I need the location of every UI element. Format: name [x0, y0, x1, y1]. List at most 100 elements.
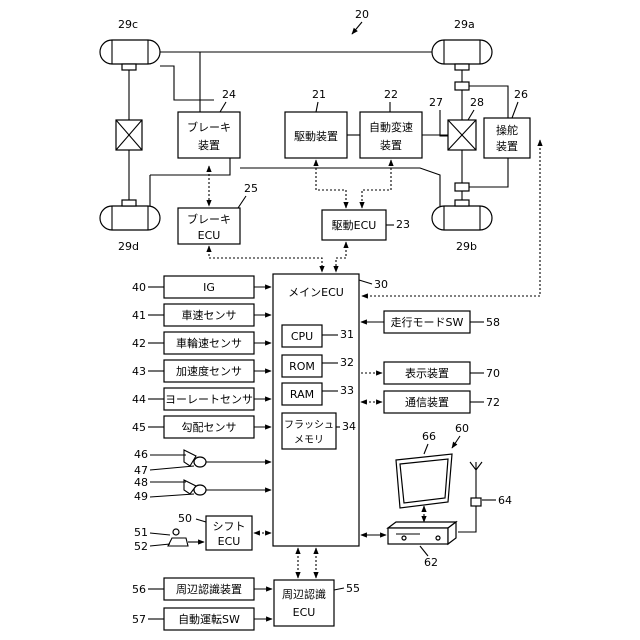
travel-mode-switch: 走行モードSW 58 [361, 311, 500, 333]
brake-ecu-main-link [209, 246, 322, 272]
transmission-signal [362, 160, 391, 208]
left-axle [116, 70, 142, 200]
main-ecu-ref: 30 [374, 278, 388, 291]
wheel-front-right: 29a [432, 18, 492, 70]
drive-ecu-ref: 23 [396, 218, 410, 231]
sensor-ref: 41 [132, 309, 146, 322]
svg-text:自動変速: 自動変速 [369, 120, 413, 134]
communication-device: 通信装置 72 [361, 391, 500, 413]
svg-text:操舵: 操舵 [496, 123, 518, 137]
wheel-ref-label: 29d [118, 240, 139, 253]
brake-pedal: 48 49 [134, 476, 271, 503]
svg-text:62: 62 [424, 556, 438, 569]
svg-text:72: 72 [486, 396, 500, 409]
svg-text:34: 34 [342, 420, 356, 433]
svg-text:シフト: シフト [213, 520, 246, 533]
sensor-label: 車輪速センサ [176, 336, 242, 350]
brake-device: ブレーキ 装置 24 [178, 88, 240, 158]
steering-device: 操舵 装置 26 [484, 88, 530, 158]
sensor-block: 車輪速センサ 42 [132, 332, 271, 354]
sensor-block: IG 40 [132, 276, 271, 298]
sensor-block: 車速センサ 41 [132, 304, 271, 326]
svg-text:ECU: ECU [198, 229, 221, 242]
wheel-front-left: 29c [100, 18, 160, 70]
svg-text:56: 56 [132, 583, 146, 596]
display-device: 表示装置 70 [361, 362, 500, 384]
sensor-ref: 40 [132, 281, 146, 294]
svg-text:装置: 装置 [198, 139, 220, 152]
svg-text:メモリ: メモリ [294, 435, 324, 446]
figure-reference: 20 [352, 8, 369, 34]
sensor-label: 勾配センサ [182, 421, 237, 434]
drive-ecu-main-link [336, 242, 346, 272]
svg-text:49: 49 [134, 490, 148, 503]
svg-text:46: 46 [134, 448, 148, 461]
svg-text:32: 32 [340, 356, 354, 369]
svg-text:フラッシュ: フラッシュ [284, 419, 334, 431]
brake-line-rear-right [240, 168, 440, 206]
sensor-label: 加速度センサ [176, 364, 242, 378]
differential-ref: 27 [429, 96, 443, 109]
sensor-list: IG 40 車速センサ 41 車輪速センサ 42 加速度センサ 43 ヨーレートセンサ44 勾配セ… [132, 276, 271, 438]
svg-text:ブレーキ: ブレーキ [187, 120, 231, 134]
brake-line-rear-left [150, 158, 230, 175]
peripheral-ecu: 周辺認識 ECU 55 [274, 580, 360, 626]
svg-text:33: 33 [340, 384, 354, 397]
main-ecu: メインECU 30 [273, 274, 388, 546]
svg-text:装置: 装置 [496, 140, 518, 153]
shift-ecu: シフト ECU 50 [178, 512, 271, 550]
wheel-ref-label: 29a [454, 18, 475, 31]
svg-text:駆動ECU: 駆動ECU [332, 218, 377, 232]
svg-text:ECU: ECU [293, 606, 316, 619]
steering-link-ref: 28 [470, 96, 484, 109]
svg-text:装置: 装置 [380, 139, 402, 152]
brake-ecu-ref: 25 [244, 182, 258, 195]
wheel-ref-label: 29b [456, 240, 477, 253]
svg-text:CPU: CPU [291, 330, 313, 343]
shift-lever: 51 52 [134, 526, 204, 553]
drive-device-ref: 21 [312, 88, 326, 101]
brake-device-ref: 24 [222, 88, 236, 101]
svg-text:駆動装置: 駆動装置 [294, 129, 338, 143]
svg-text:周辺認識装置: 周辺認識装置 [176, 582, 242, 596]
peripheral-device: 周辺認識装置 56 [132, 578, 272, 600]
svg-text:58: 58 [486, 316, 500, 329]
svg-text:自動運転SW: 自動運転SW [178, 612, 240, 626]
svg-text:66: 66 [422, 430, 436, 443]
svg-text:ブレーキ: ブレーキ [187, 212, 231, 226]
sensor-block: ヨーレートセンサ44 [132, 388, 271, 410]
svg-text:55: 55 [346, 582, 360, 595]
svg-text:メインECU: メインECU [288, 286, 344, 299]
brake-ecu: ブレーキ ECU 25 [178, 182, 258, 244]
svg-text:ECU: ECU [218, 535, 241, 548]
sensor-label: IG [203, 281, 215, 294]
wheel-ref-label: 29c [118, 18, 138, 31]
drive-ecu: 駆動ECU 23 [322, 210, 410, 240]
sensor-ref: 42 [132, 337, 146, 350]
svg-text:57: 57 [132, 613, 146, 626]
navigation-system: 60 66 62 64 [361, 422, 512, 569]
svg-text:走行モードSW: 走行モードSW [391, 316, 464, 329]
svg-text:60: 60 [455, 422, 469, 435]
drive-device: 駆動装置 21 [285, 88, 347, 158]
transmission-ref: 22 [384, 88, 398, 101]
svg-text:31: 31 [340, 328, 354, 341]
svg-text:表示装置: 表示装置 [405, 366, 449, 380]
svg-text:20: 20 [355, 8, 369, 21]
steering-device-ref: 26 [514, 88, 528, 101]
sensor-ref: 43 [132, 365, 146, 378]
transmission: 自動変速 装置 22 [360, 88, 422, 158]
sensor-block: 勾配センサ 45 [132, 416, 271, 438]
sensor-label: 車速センサ [182, 308, 237, 322]
svg-text:ROM: ROM [289, 360, 315, 373]
svg-text:51: 51 [134, 526, 148, 539]
svg-text:RAM: RAM [290, 388, 314, 401]
drive-signal [316, 160, 346, 208]
shift-ecu-ref: 50 [178, 512, 192, 525]
wheel-rear-left: 29d [100, 200, 160, 253]
accelerator-pedal: 46 47 [134, 448, 271, 477]
wheel-rear-right: 29b [432, 200, 492, 253]
sensor-label: ヨーレートセンサ [165, 393, 253, 406]
sensor-ref: 45 [132, 421, 146, 434]
